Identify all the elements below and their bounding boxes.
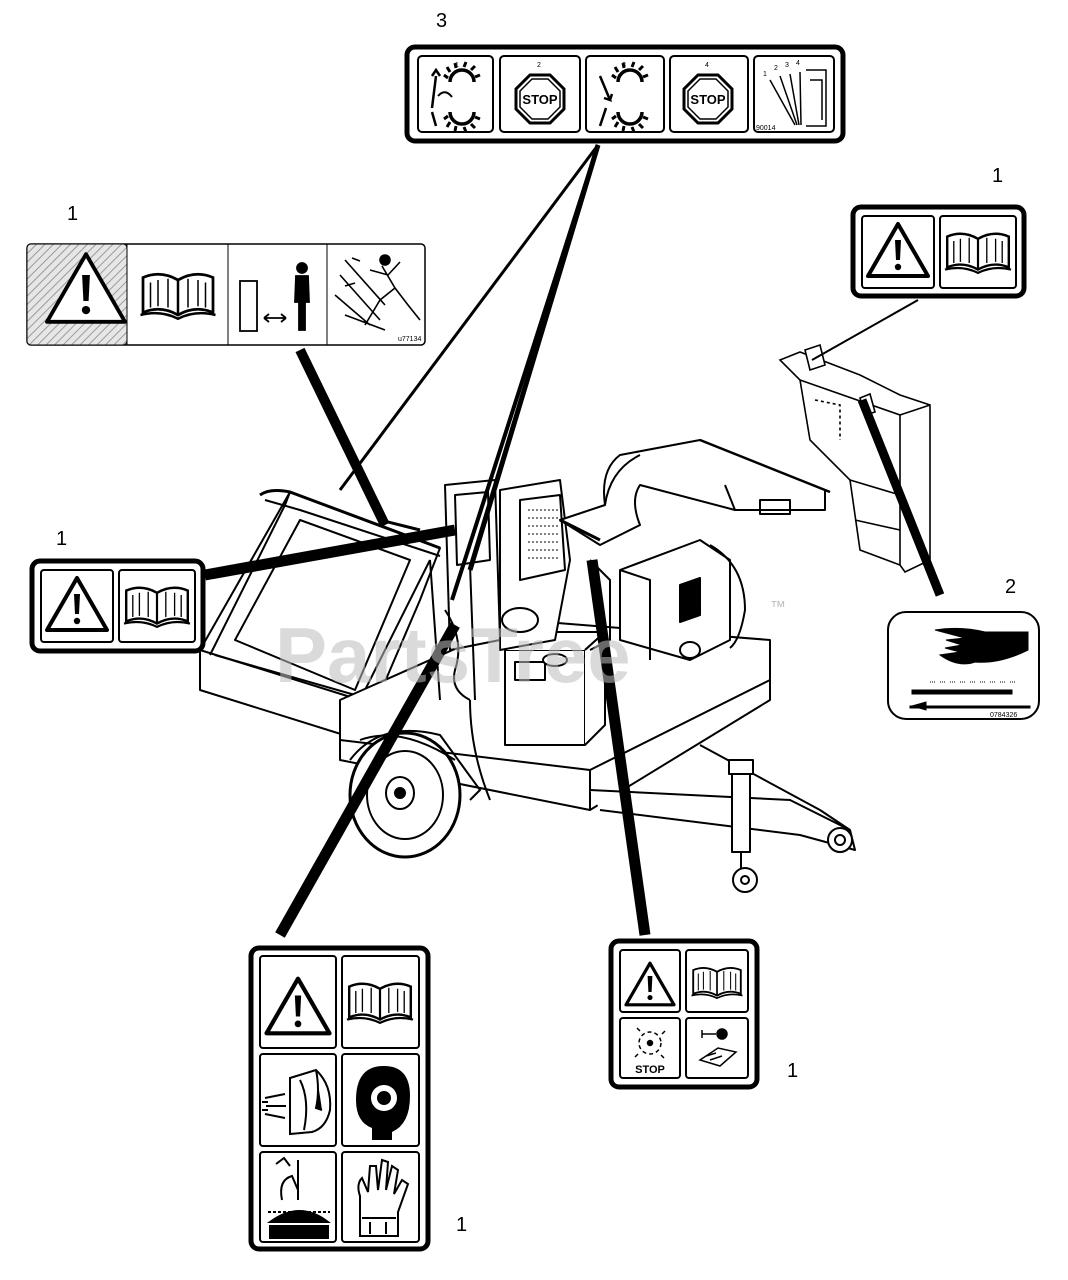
face-shield-icon: [262, 1068, 332, 1136]
part-code-hand: 0784326: [990, 712, 1017, 719]
leader-lines: [204, 144, 945, 938]
hand-crush-icon: [909, 627, 1031, 711]
gauge-number-3: 3: [785, 62, 789, 69]
rotating-blades-icon: [634, 1027, 666, 1059]
callout-top-decal: 3: [436, 10, 447, 32]
callout-bottom-left-decal: 1: [456, 1214, 467, 1236]
stop-label-bottom-right: STOP: [635, 1064, 665, 1076]
decal-warning-stop-key: STOP: [608, 938, 760, 1090]
callout-upper-right-decal: 1: [992, 165, 1003, 187]
part-code-top: 90014: [756, 125, 776, 132]
callout-hand-decal: 2: [1005, 576, 1016, 598]
thrown-object-icon: [334, 254, 421, 331]
panel-number-1: 1: [455, 62, 459, 69]
decal-operator-warning: u77134: [26, 243, 426, 346]
ear-protection-icon: [356, 1066, 410, 1140]
decal-warning-manual-right: [850, 204, 1027, 299]
panel-number-3: 3: [622, 62, 626, 69]
stop-label-1: STOP: [522, 92, 557, 107]
decal-feed-control: 1 2 STOP 3 4 STOP 1 2 3 4 90014: [404, 44, 846, 144]
watermark: PartsTree: [275, 611, 631, 699]
hand-crush-icon: [266, 1156, 331, 1239]
panel-number-2: 2: [537, 62, 541, 69]
gauge-number-1: 1: [763, 71, 767, 78]
callout-upper-left-decal: 1: [67, 203, 78, 225]
feed-control-gauge-icon: [769, 69, 827, 127]
side-panel-detail: [778, 343, 931, 574]
panel-number-4: 4: [705, 62, 709, 69]
callout-left-decal: 1: [56, 528, 67, 550]
decal-ppe-warning: [248, 945, 431, 1252]
reverse-blades-icon: [598, 60, 650, 134]
stop-label-2: STOP: [690, 92, 725, 107]
decal-hand-crush: 0784326: [887, 611, 1040, 720]
decal-warning-manual-left: [29, 558, 206, 654]
warning-triangle-icon: [45, 252, 127, 324]
safe-distance-icon: [239, 262, 310, 332]
gauge-number-2: 2: [774, 65, 778, 72]
rotating-blades-icon: [430, 60, 482, 134]
chipper-machine-drawing: [199, 438, 856, 893]
callout-bottom-right-decal: 1: [787, 1060, 798, 1082]
key-removal-icon: [698, 1028, 738, 1067]
part-code-upper-left: u77134: [398, 336, 421, 343]
gloves-icon: [357, 1158, 410, 1237]
gauge-number-4: 4: [796, 60, 800, 67]
watermark-trademark: ™: [770, 599, 786, 616]
